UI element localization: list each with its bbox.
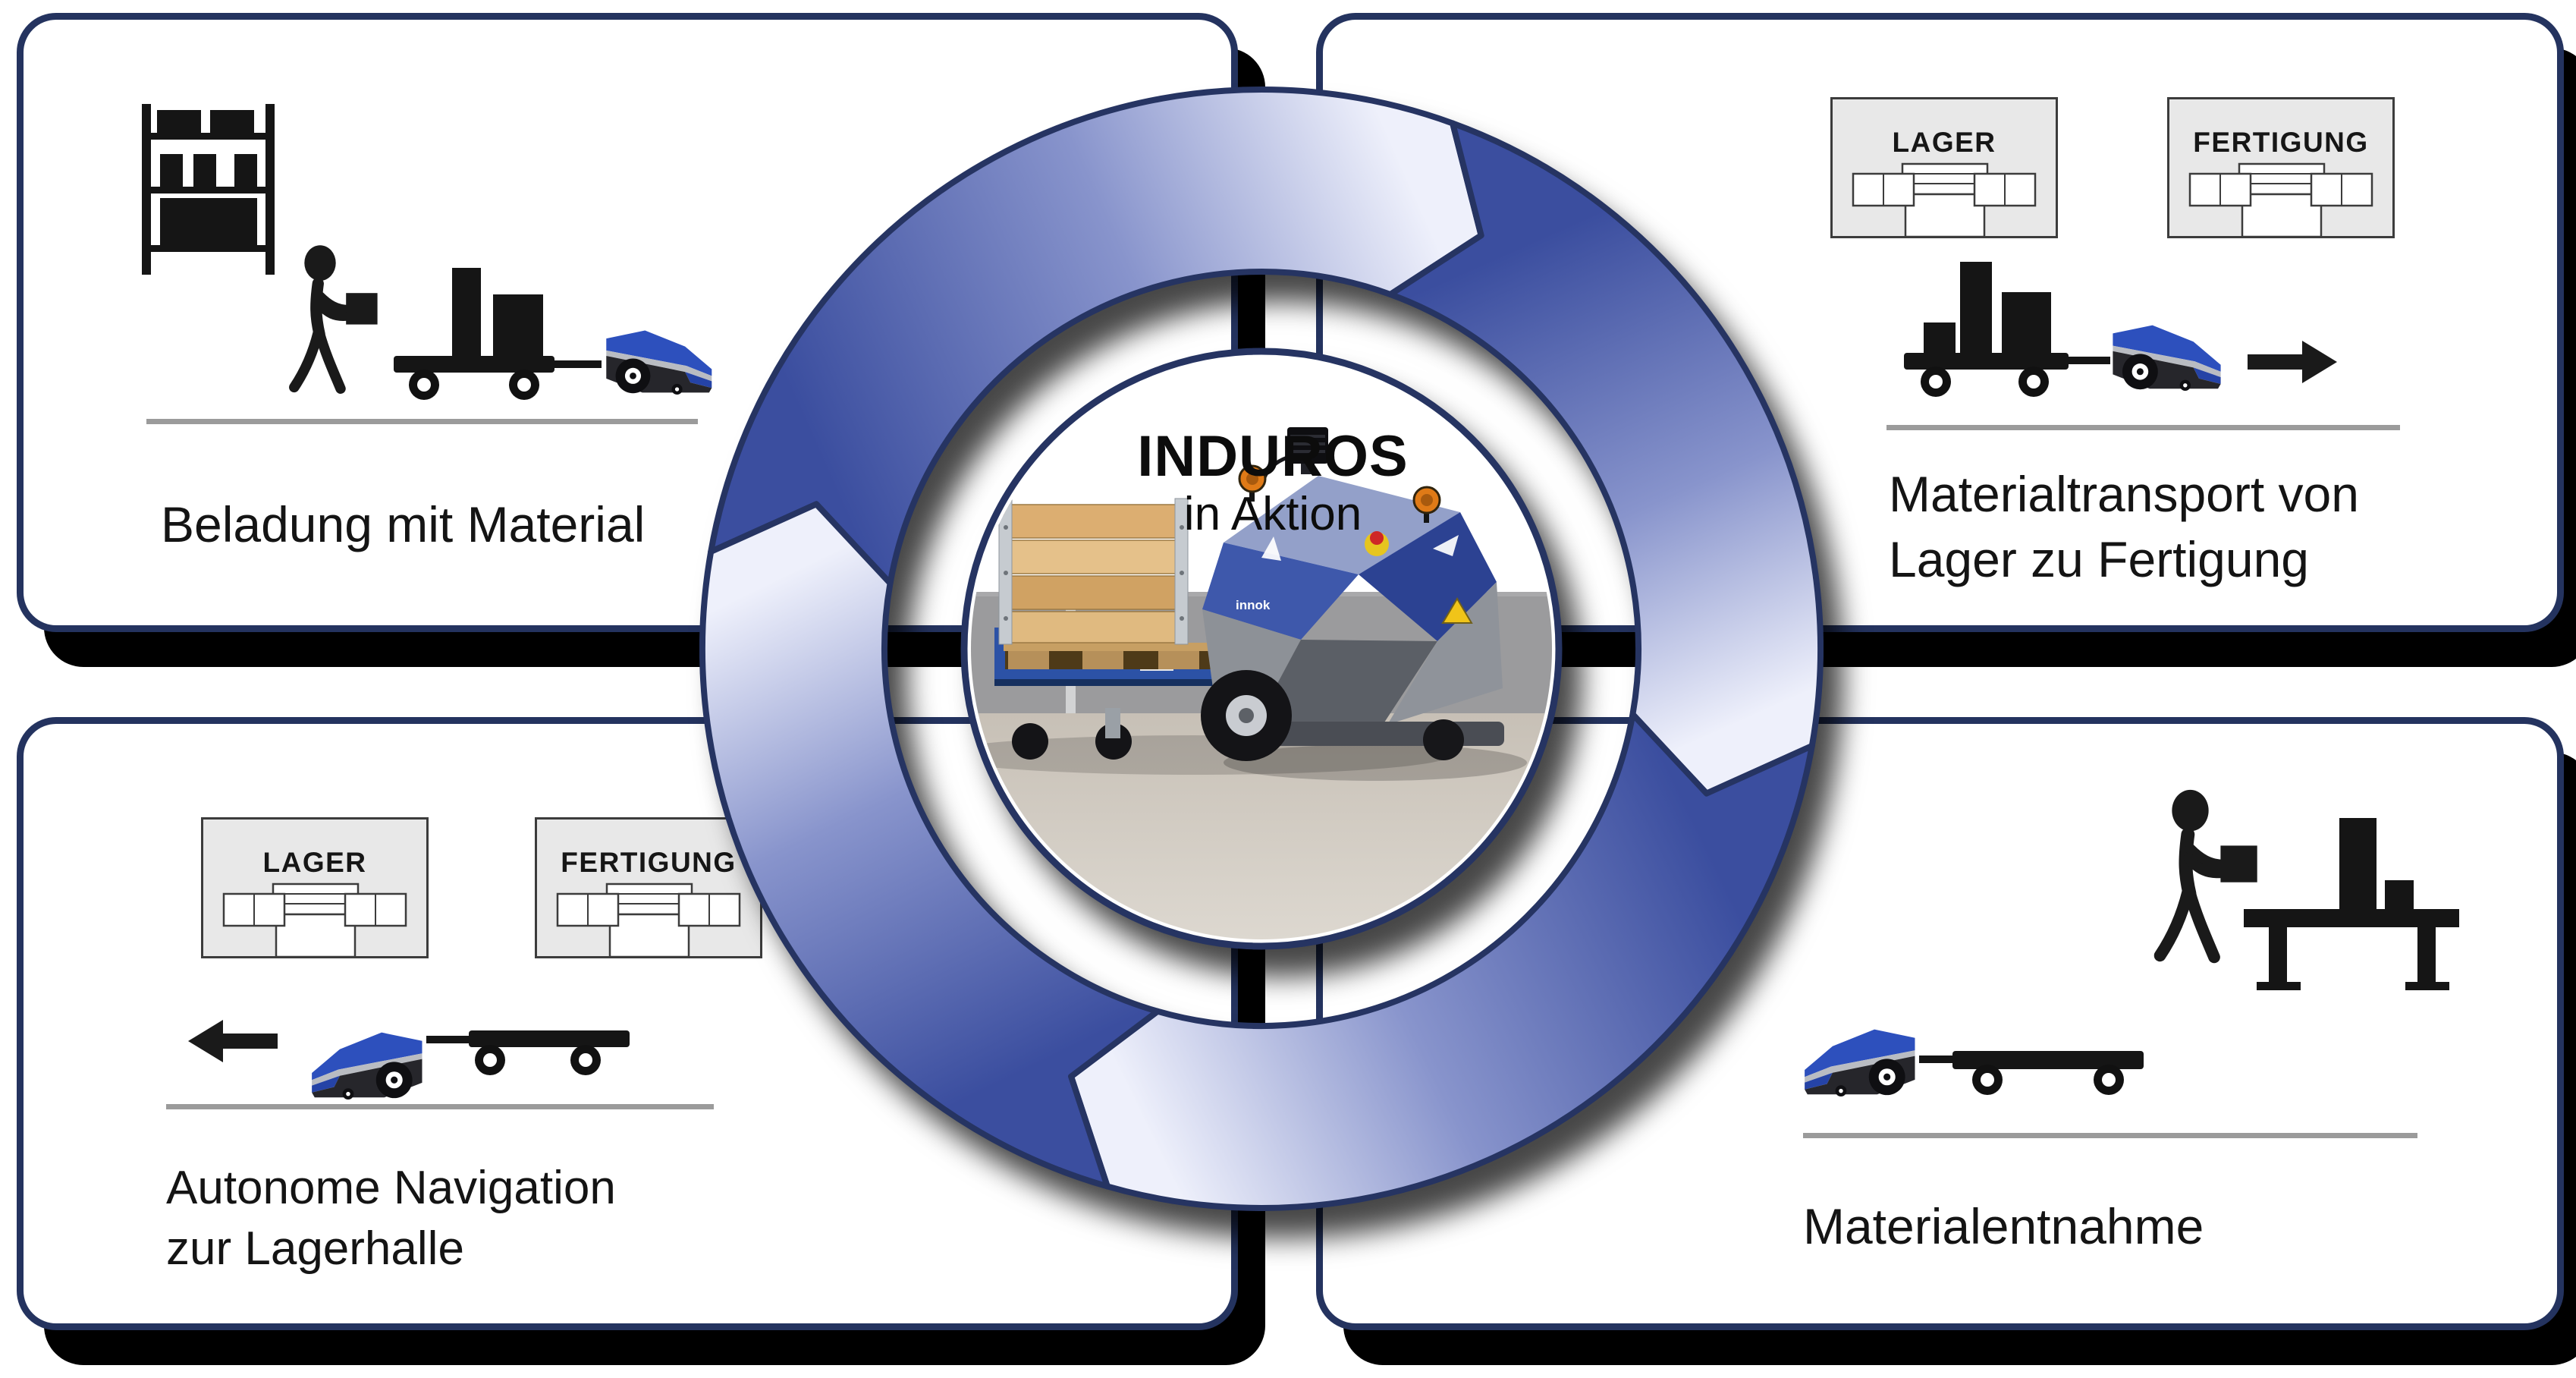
center-disc: innok [960, 348, 1563, 950]
underline [1886, 425, 2400, 430]
underline [166, 1104, 714, 1109]
label-line: Lager zu Fertigung [1889, 531, 2310, 587]
photo-pallet-crate [998, 498, 1213, 669]
photo-robot: innok [1201, 427, 1504, 761]
center-photo: innok [971, 358, 1552, 939]
label-beladung: Beladung mit Material [161, 496, 646, 552]
ring-arrow-segment-4 [699, 501, 1161, 1190]
ring-arrow-segment-3 [1068, 711, 1815, 1211]
center-subtitle: in Aktion [1183, 488, 1362, 540]
ring-arrow-segment-2 [1387, 120, 1824, 797]
center-title: INDUROS [1137, 424, 1409, 489]
ring-arrow-segment-1 [708, 87, 1484, 587]
innok-logo [1261, 536, 1281, 561]
underline [1803, 1133, 2417, 1138]
label-line: zur Lagerhalle [166, 1222, 464, 1275]
innok-logo-text: innok [1236, 598, 1271, 612]
warning-sticker-icon [1441, 597, 1473, 624]
label-line: Autonome Navigation [166, 1162, 616, 1214]
label-materialentnahme: Materialentnahme [1803, 1198, 2204, 1254]
label-materialtransport: Materialtransport von Lager zu Fertigung [1889, 469, 2359, 584]
label-line: Materialtransport von [1889, 466, 2359, 522]
underline [146, 419, 698, 424]
label-autonome-navigation: Autonome Navigation zur Lagerhalle [166, 1165, 616, 1273]
innok-logo [1433, 535, 1459, 556]
